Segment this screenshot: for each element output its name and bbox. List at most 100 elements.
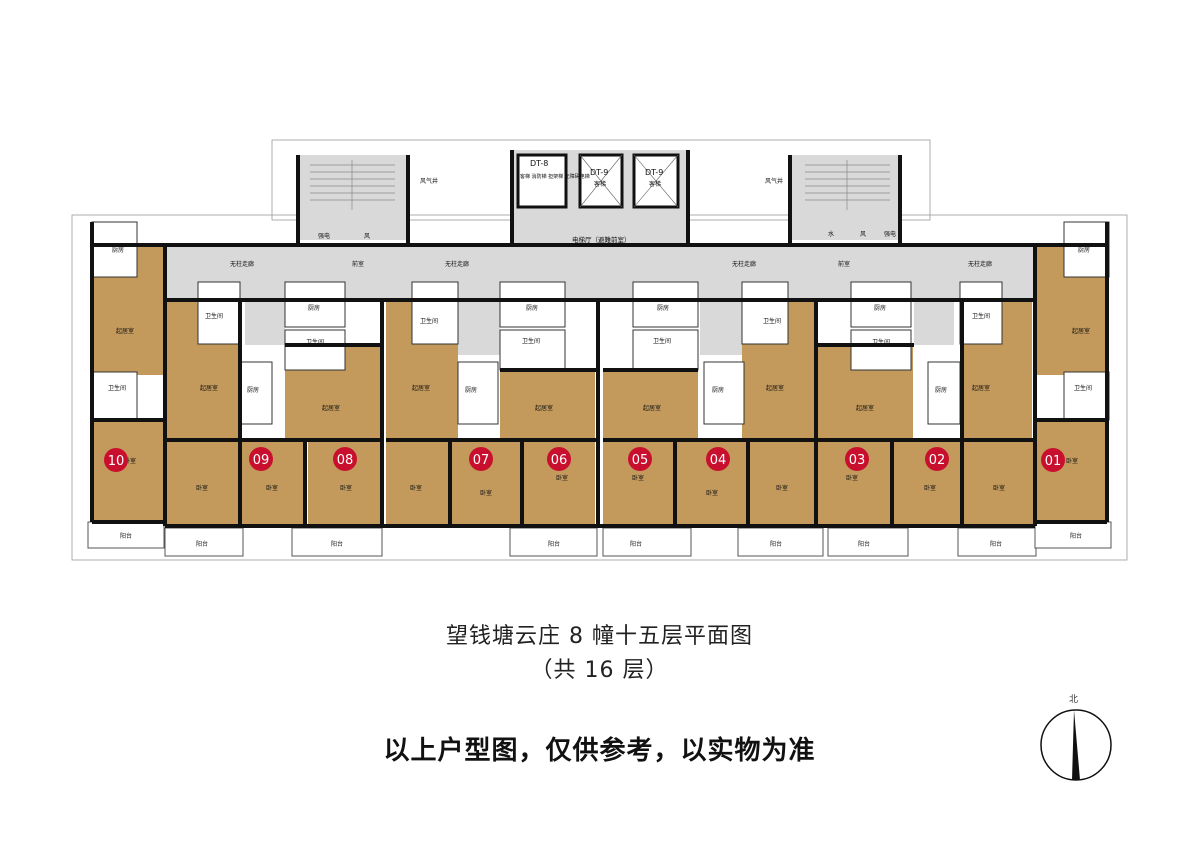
elevator-hall-label: 电梯厅（避難前室）	[572, 235, 631, 244]
unit-badge: 07	[469, 447, 493, 471]
exhaust-west: 风气井	[420, 177, 438, 185]
label-living: 起居室	[535, 404, 553, 412]
disclaimer: 以上户型图，仅供参考，以实物为准	[383, 736, 816, 766]
mid-lobby-a	[458, 285, 500, 355]
elevator-9b-label: 客梯	[649, 180, 661, 188]
label-bedroom: 卧室	[632, 474, 644, 482]
label-living: 起居室	[200, 384, 218, 392]
label-bathroom: 卫生间	[653, 337, 671, 345]
electric-well-west: 强电	[318, 232, 330, 240]
unit-number: 03	[849, 453, 866, 468]
mid-lobby-b	[700, 285, 742, 355]
elevator-8-code: DT-8	[530, 159, 548, 168]
unit-badge: 01	[1041, 448, 1065, 472]
label-balcony: 阳台	[630, 540, 642, 548]
water-well-east: 水	[828, 230, 834, 238]
corridor-label-2: 无柱走廊	[445, 260, 469, 268]
compass-north-label: 北	[1069, 694, 1078, 705]
plan-title: 望钱塘云庄 8 幢十五层平面图	[446, 624, 753, 649]
electric-well-east: 强电	[884, 230, 896, 238]
smoke-shaft-west: 风	[364, 233, 370, 240]
label-kitchen: 厨房	[935, 386, 947, 394]
label-bedroom: 卧室	[410, 484, 422, 492]
label-kitchen: 厨房	[465, 386, 477, 394]
floor-plan: DT-8 客梯 消防梯 担架梯 无障碍电梯 DT-9 客梯 DT-9 客梯 电梯…	[71, 139, 1128, 561]
label-kitchen: 厨房	[1078, 246, 1090, 254]
label-bathroom: 卫生间	[763, 317, 781, 325]
unit-badge: 06	[547, 447, 571, 471]
label-bathroom: 卫生间	[522, 337, 540, 345]
unit-number: 04	[710, 453, 727, 468]
label-balcony: 阳台	[120, 532, 132, 540]
stair-treads	[310, 160, 890, 210]
label-bedroom: 卧室	[266, 484, 278, 492]
label-bedroom: 卧室	[993, 484, 1005, 492]
label-bathroom: 卫生间	[1074, 384, 1092, 392]
label-bathroom: 卫生间	[108, 384, 126, 392]
label-bedroom: 卧室	[556, 474, 568, 482]
label-living: 起居室	[856, 404, 874, 412]
unit-badge: 09	[249, 447, 273, 471]
anteroom-label-east: 前室	[838, 260, 850, 268]
unit-badge: 08	[333, 447, 357, 471]
plan-subtitle: （共 16 层）	[530, 658, 669, 683]
label-living: 起居室	[972, 384, 990, 392]
label-bedroom: 卧室	[776, 484, 788, 492]
label-kitchen: 厨房	[526, 304, 538, 312]
unit-badges: 10 09 08 07 06 05 04 03	[104, 447, 1065, 472]
unit-badge: 04	[706, 447, 730, 471]
walls	[90, 150, 1109, 528]
elevator-9a-label: 客梯	[594, 180, 606, 188]
label-bedroom: 卧室	[706, 489, 718, 497]
stair-west	[298, 155, 408, 240]
unit-number: 06	[551, 453, 568, 468]
label-kitchen: 厨房	[874, 304, 886, 312]
label-balcony: 阳台	[196, 540, 208, 548]
east-lobby	[914, 285, 954, 345]
label-balcony: 阳台	[331, 540, 343, 548]
corridor-label-3: 无柱走廊	[732, 260, 756, 268]
elevator-8-label: 客梯 消防梯 担架梯 无障碍电梯	[520, 173, 590, 180]
unit-number: 07	[473, 453, 490, 468]
unit-badge: 10	[104, 448, 128, 472]
label-bathroom: 卫生间	[872, 338, 890, 346]
smoke-shaft-east: 风	[860, 231, 866, 238]
label-kitchen: 厨房	[657, 304, 669, 312]
unit-number: 02	[929, 453, 946, 468]
label-balcony: 阳台	[770, 540, 782, 548]
label-bathroom: 卫生间	[420, 317, 438, 325]
label-living: 起居室	[116, 327, 134, 335]
label-bedroom: 卧室	[196, 484, 208, 492]
corridor-label-4: 无柱走廊	[968, 260, 992, 268]
unit-number: 01	[1045, 454, 1062, 469]
label-bedroom: 卧室	[846, 474, 858, 482]
unit-badge: 05	[628, 447, 652, 471]
west-lobby	[245, 285, 285, 345]
anteroom-label-west: 前室	[352, 260, 364, 268]
label-bedroom: 卧室	[924, 484, 936, 492]
unit-badge: 03	[845, 447, 869, 471]
label-kitchen: 厨房	[308, 304, 320, 312]
unit-number: 09	[253, 453, 270, 468]
label-bathroom: 卫生间	[972, 312, 990, 320]
label-kitchen: 厨房	[112, 246, 124, 254]
unit-number: 10	[108, 454, 125, 469]
label-balcony: 阳台	[548, 540, 560, 548]
elevator-cross-lines	[579, 154, 679, 208]
exhaust-east: 风气井	[765, 177, 783, 185]
wet-rooms	[91, 221, 1110, 425]
label-living: 起居室	[766, 384, 784, 392]
compass-needle	[1072, 710, 1080, 780]
label-kitchen: 厨房	[712, 386, 724, 394]
label-bathroom: 卫生间	[306, 338, 324, 346]
label-living: 起居室	[412, 384, 430, 392]
label-balcony: 阳台	[858, 540, 870, 548]
label-bedroom: 卧室	[480, 489, 492, 497]
label-balcony: 阳台	[990, 540, 1002, 548]
label-bathroom: 卫生间	[205, 312, 223, 320]
unit-badge: 02	[925, 447, 949, 471]
label-bedroom: 卧室	[124, 457, 136, 465]
label-bedroom: 卧室	[340, 484, 352, 492]
label-balcony: 阳台	[1070, 532, 1082, 540]
label-living: 起居室	[322, 404, 340, 412]
